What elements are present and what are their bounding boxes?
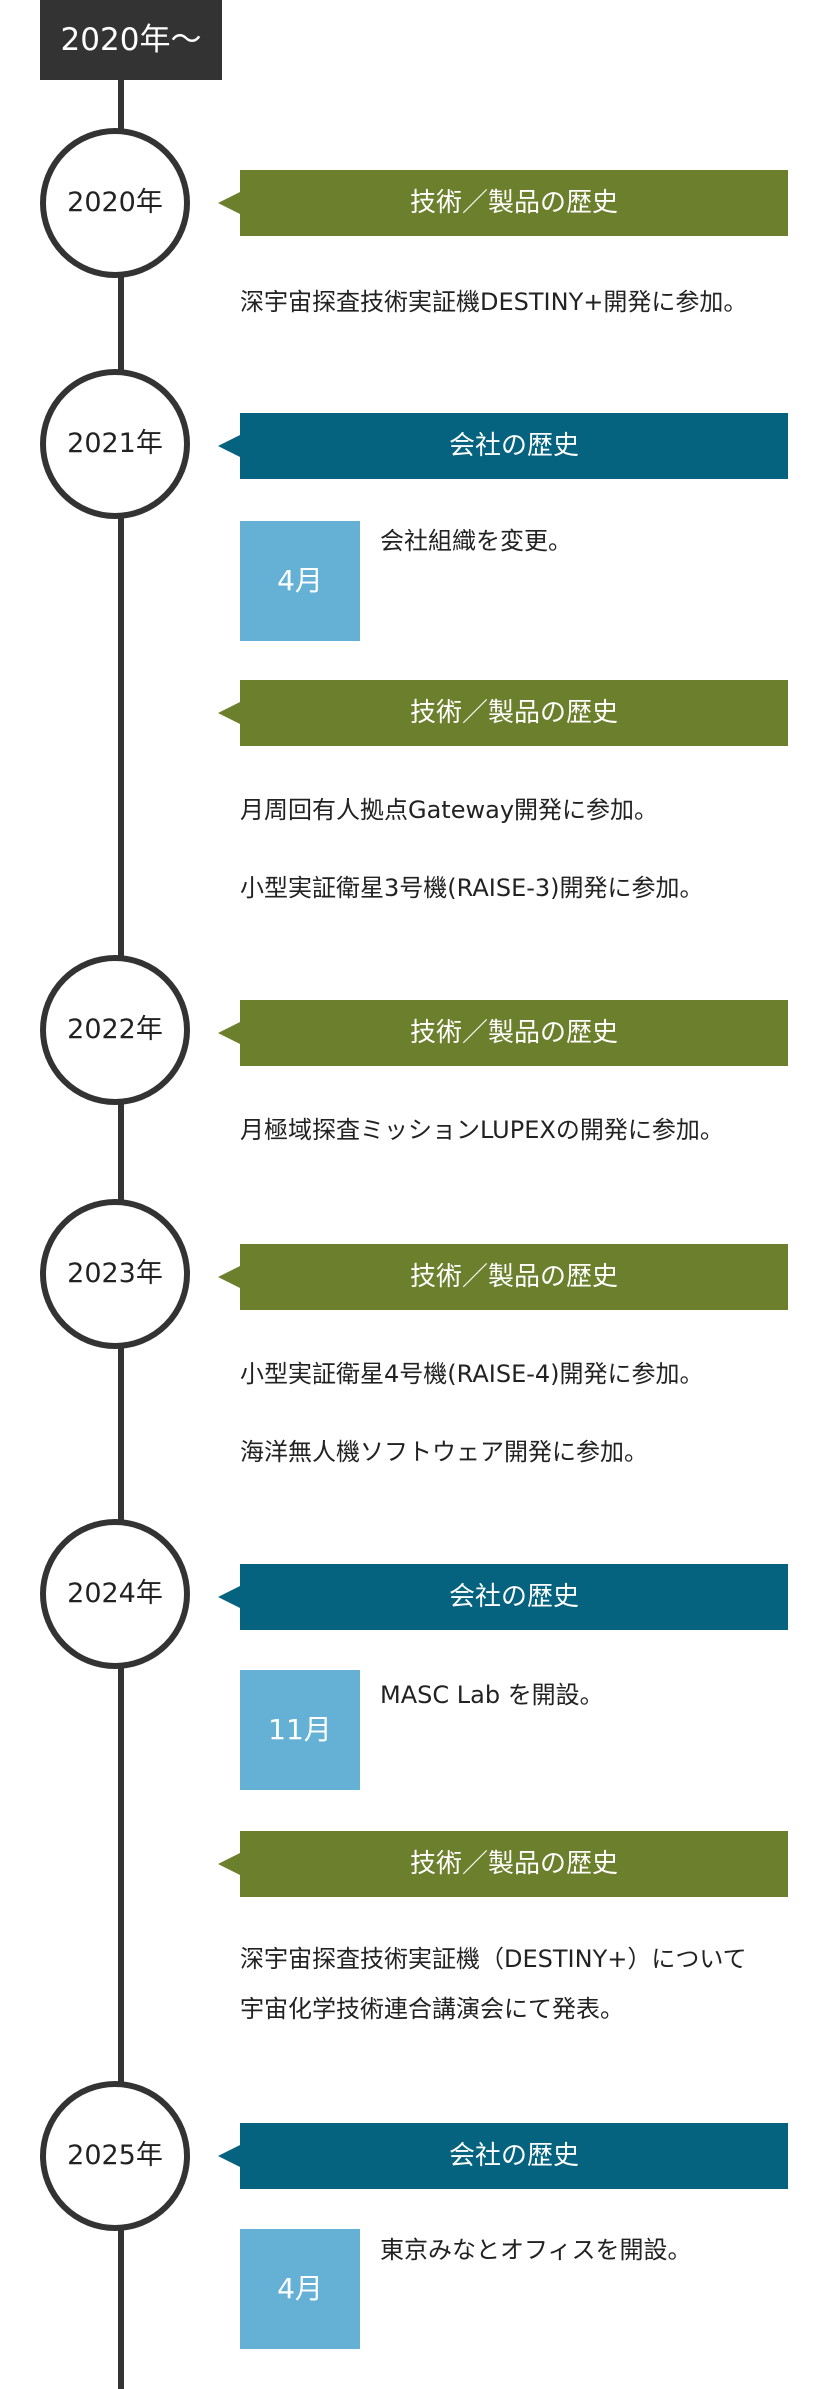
year-node-2023: 2023年 [40, 1199, 190, 1349]
company-history-item: 東京みなとオフィスを開設。 [380, 2236, 692, 2264]
tech-history-item: 小型実証衛星4号機(RAISE-4)開発に参加。 [240, 1360, 704, 1388]
tech-history-item: 海洋無人機ソフトウェア開発に参加。 [240, 1438, 648, 1466]
company-history-header: 会社の歴史 [218, 2123, 788, 2189]
company-history-header: 会社の歴史 [218, 1564, 788, 1630]
tech-history-item: 小型実証衛星3号機(RAISE-3)開発に参加。 [240, 874, 704, 902]
tech-history-item: 深宇宙探査技術実証機DESTINY+開発に参加。 [240, 288, 748, 316]
year-node-2025: 2025年 [40, 2081, 190, 2231]
tech-history-header: 技術／製品の歴史 [218, 1000, 788, 1066]
company-history-header: 会社の歴史 [218, 413, 788, 479]
month-badge: 4月 [240, 521, 360, 641]
month-badge: 4月 [240, 2229, 360, 2349]
tech-history-item: 月極域探査ミッションLUPEXの開発に参加。 [240, 1116, 724, 1144]
tech-history-header: 技術／製品の歴史 [218, 680, 788, 746]
year-node-2020: 2020年 [40, 128, 190, 278]
year-node-2021: 2021年 [40, 369, 190, 519]
tech-history-item: 宇宙化学技術連合講演会にて発表。 [240, 1995, 624, 2023]
company-history-item: 会社組織を変更。 [380, 527, 572, 555]
tech-history-item: 深宇宙探査技術実証機（DESTINY+）について [240, 1945, 747, 1973]
company-history-item: MASC Lab を開設。 [380, 1681, 604, 1709]
month-badge: 11月 [240, 1670, 360, 1790]
era-label: 2020年〜 [40, 0, 222, 80]
tech-history-header: 技術／製品の歴史 [218, 1831, 788, 1897]
year-node-2022: 2022年 [40, 955, 190, 1105]
tech-history-header: 技術／製品の歴史 [218, 1244, 788, 1310]
year-node-2024: 2024年 [40, 1519, 190, 1669]
tech-history-item: 月周回有人拠点Gateway開発に参加。 [240, 796, 659, 824]
tech-history-header: 技術／製品の歴史 [218, 170, 788, 236]
